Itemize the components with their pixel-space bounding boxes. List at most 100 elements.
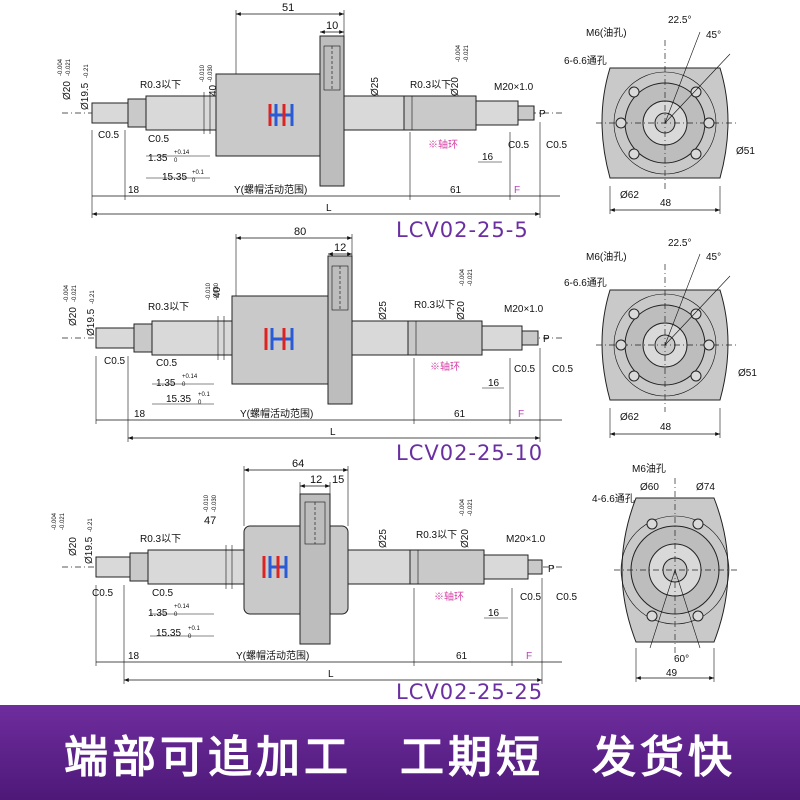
- svg-text:※轴环: ※轴环: [428, 138, 458, 151]
- svg-text:C0.5: C0.5: [156, 358, 178, 369]
- model-label: LCV02-25-25: [396, 680, 543, 704]
- model-label: LCV02-25-10: [396, 441, 543, 465]
- svg-text:Y(螺帽活动范围): Y(螺帽活动范围): [240, 407, 313, 420]
- svg-text:18: 18: [134, 409, 146, 420]
- svg-text:C0.5: C0.5: [508, 140, 530, 151]
- svg-text:-0.021: -0.021: [72, 284, 78, 302]
- svg-text:Ø20: Ø20: [460, 529, 471, 548]
- model-label: LCV02-25-5: [396, 218, 529, 242]
- svg-text:49: 49: [666, 668, 678, 679]
- labels-lcv02-25-25: 64 12 15 47 -0.010 -0.030 Ø20 -0.004 -0.…: [52, 458, 578, 704]
- svg-text:-0.004: -0.004: [58, 58, 64, 76]
- svg-text:P: P: [543, 334, 550, 345]
- svg-text:R0.3以下: R0.3以下: [416, 530, 457, 541]
- svg-text:61: 61: [456, 651, 468, 662]
- svg-text:-0.004: -0.004: [460, 268, 466, 286]
- svg-text:-0.004: -0.004: [52, 512, 58, 530]
- svg-text:R0.3以下: R0.3以下: [140, 80, 181, 91]
- svg-text:61: 61: [454, 409, 466, 420]
- svg-text:R0.3以下: R0.3以下: [414, 300, 455, 311]
- svg-text:L: L: [330, 427, 336, 438]
- svg-text:Ø19.5: Ø19.5: [84, 536, 95, 564]
- svg-text:Ø62: Ø62: [620, 412, 639, 423]
- svg-text:Ø20: Ø20: [450, 77, 461, 96]
- svg-text:1.35: 1.35: [148, 608, 168, 619]
- labels-lcv02-25-10: 80 12 40 -0.010 -0.030 Ø20 -0.004 -0.021…: [64, 226, 574, 465]
- svg-text:-0.021: -0.021: [468, 498, 474, 516]
- svg-text:-0.021: -0.021: [468, 268, 474, 286]
- side-view-lcv02-25-25: [62, 466, 562, 684]
- svg-text:-0.21: -0.21: [84, 64, 90, 78]
- svg-text:Ø62: Ø62: [620, 190, 639, 201]
- svg-text:P: P: [548, 564, 555, 575]
- svg-text:18: 18: [128, 651, 140, 662]
- svg-text:22.5°: 22.5°: [668, 15, 691, 26]
- svg-text:C0.5: C0.5: [98, 130, 120, 141]
- svg-text:C0.5: C0.5: [546, 140, 568, 151]
- svg-text:+0.1: +0.1: [192, 170, 205, 176]
- svg-text:Ø20: Ø20: [68, 307, 79, 326]
- svg-text:C0.5: C0.5: [520, 592, 542, 603]
- svg-text:C0.5: C0.5: [104, 356, 126, 367]
- svg-text:R0.3以下: R0.3以下: [140, 534, 181, 545]
- svg-text:C0.5: C0.5: [148, 134, 170, 145]
- svg-text:Ø51: Ø51: [738, 368, 757, 379]
- svg-text:Ø25: Ø25: [378, 529, 389, 548]
- svg-text:M20×1.0: M20×1.0: [504, 304, 544, 315]
- svg-text:15: 15: [332, 474, 344, 486]
- svg-text:L: L: [328, 669, 334, 680]
- svg-text:M6(油孔): M6(油孔): [586, 26, 627, 39]
- svg-text:-0.030: -0.030: [212, 494, 218, 512]
- svg-text:51: 51: [282, 2, 294, 14]
- svg-text:-0.010: -0.010: [200, 64, 206, 82]
- svg-text:22.5°: 22.5°: [668, 238, 691, 249]
- svg-text:F: F: [514, 185, 520, 196]
- svg-text:-0.021: -0.021: [66, 58, 72, 76]
- svg-text:C0.5: C0.5: [514, 364, 536, 375]
- svg-text:Y(螺帽活动范围): Y(螺帽活动范围): [234, 183, 307, 196]
- side-view-lcv02-25-10: [62, 234, 562, 442]
- svg-text:12: 12: [334, 242, 346, 254]
- svg-text:0: 0: [174, 612, 178, 618]
- svg-text:C0.5: C0.5: [556, 592, 578, 603]
- svg-text:-0.010: -0.010: [206, 282, 212, 300]
- svg-text:45°: 45°: [706, 252, 721, 263]
- side-view-lcv02-25-5: [62, 10, 562, 218]
- svg-text:12: 12: [310, 474, 322, 486]
- svg-text:47: 47: [204, 515, 216, 527]
- svg-text:15.35: 15.35: [156, 628, 181, 639]
- svg-text:1.35: 1.35: [156, 378, 176, 389]
- svg-text:40: 40: [208, 84, 219, 96]
- svg-text:Ø19.5: Ø19.5: [86, 308, 97, 336]
- svg-text:+0.14: +0.14: [182, 374, 198, 380]
- svg-text:M20×1.0: M20×1.0: [506, 534, 546, 545]
- end-view-lcv02-25-5: M6(油孔) 6-6.6通孔 22.5° 45° Ø51 Ø62 48: [564, 15, 755, 214]
- svg-text:40: 40: [212, 286, 223, 298]
- svg-text:-0.21: -0.21: [88, 518, 94, 532]
- svg-text:-0.030: -0.030: [214, 282, 220, 300]
- svg-text:R0.3以下: R0.3以下: [148, 302, 189, 313]
- svg-text:L: L: [326, 203, 332, 214]
- svg-text:Ø60: Ø60: [640, 482, 659, 493]
- svg-text:64: 64: [292, 458, 304, 470]
- ball-screw-drawing: 51 10 40 -0.010 -0.030 Ø20 -0.004 -0.021…: [52, 2, 757, 704]
- svg-text:M6(油孔): M6(油孔): [586, 250, 627, 263]
- svg-text:15.35: 15.35: [166, 394, 191, 405]
- svg-text:-0.004: -0.004: [64, 284, 70, 302]
- svg-text:Y(螺帽活动范围): Y(螺帽活动范围): [236, 649, 309, 662]
- svg-text:F: F: [526, 651, 532, 662]
- svg-text:-0.004: -0.004: [456, 44, 462, 62]
- svg-text:+0.14: +0.14: [174, 604, 190, 610]
- svg-text:48: 48: [660, 198, 672, 209]
- svg-text:0: 0: [174, 158, 178, 164]
- svg-text:18: 18: [128, 185, 140, 196]
- svg-text:4-6.6通孔: 4-6.6通孔: [592, 493, 635, 505]
- svg-text:+0.1: +0.1: [188, 626, 201, 632]
- svg-text:P: P: [539, 109, 546, 120]
- svg-text:C0.5: C0.5: [152, 588, 174, 599]
- svg-text:16: 16: [488, 608, 500, 619]
- svg-text:+0.14: +0.14: [174, 150, 190, 156]
- end-view-lcv02-25-10: M6(油孔) 6-6.6通孔 22.5° 45° Ø51 Ø62 48: [564, 238, 757, 438]
- svg-text:0: 0: [198, 400, 202, 406]
- svg-text:F: F: [518, 409, 524, 420]
